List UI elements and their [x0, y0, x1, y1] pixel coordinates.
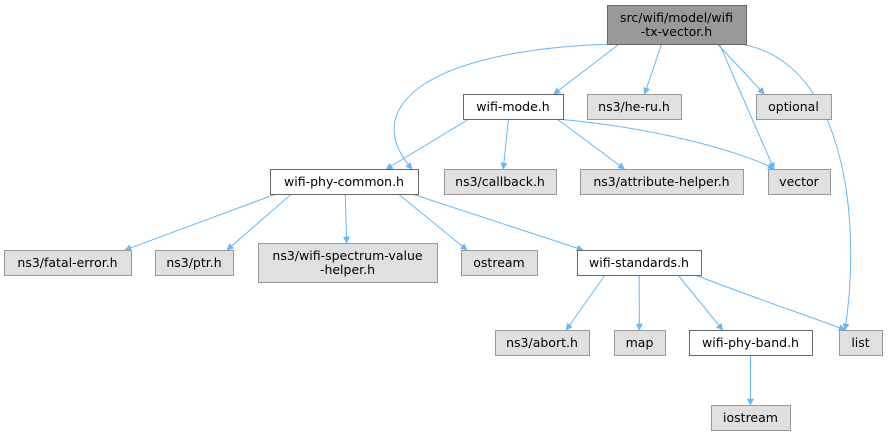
node-label: ns3/fatal-error.h	[17, 255, 117, 270]
node-label: ns3/attribute-helper.h	[593, 174, 729, 189]
node-phy-band[interactable]: wifi-phy-band.h	[689, 330, 813, 356]
node-optional: optional	[756, 94, 832, 120]
node-label: -tx-vector.h	[641, 24, 712, 39]
node-box	[839, 330, 883, 356]
node-box	[689, 330, 813, 356]
node-box	[577, 250, 702, 276]
node-box	[463, 94, 564, 120]
edge-phy-common-to-standards	[411, 193, 584, 252]
edge-wifi-mode-to-phy-common	[385, 118, 470, 170]
edge-standards-to-phy-band	[677, 274, 724, 331]
node-label: ns3/callback.h	[455, 174, 545, 189]
node-abort: ns3/abort.h	[495, 330, 590, 356]
node-box	[444, 169, 557, 195]
node-label: ns3/wifi-spectrum-value	[272, 248, 422, 263]
edge-root-to-he-ru	[643, 43, 663, 95]
edge-root-to-list	[739, 43, 852, 331]
edge-phy-common-to-fatal-error	[124, 193, 277, 252]
node-box	[258, 243, 438, 283]
node-box	[756, 94, 832, 120]
node-box	[711, 405, 791, 431]
node-label: src/wifi/model/wifi	[620, 10, 733, 25]
node-box	[495, 330, 590, 356]
node-box	[614, 330, 666, 356]
node-box	[587, 94, 682, 120]
edge-standards-to-abort	[565, 274, 606, 331]
node-label: vector	[779, 174, 820, 189]
node-standards[interactable]: wifi-standards.h	[577, 250, 702, 276]
node-ostream: ostream	[461, 250, 538, 276]
node-box	[768, 169, 831, 195]
node-box	[4, 250, 132, 276]
edge-standards-to-list	[694, 274, 846, 331]
node-label: optional	[768, 99, 819, 114]
node-box	[461, 250, 538, 276]
nodes: src/wifi/model/wifi-tx-vector.h wifi-mode…	[4, 5, 883, 431]
edge-phy-common-to-spectrum	[342, 193, 350, 244]
node-label: ns3/abort.h	[506, 335, 578, 350]
node-list: list	[839, 330, 883, 356]
edge-phy-common-to-ostream	[397, 193, 468, 251]
edge-phy-common-to-ptr	[226, 193, 292, 251]
node-label: list	[851, 335, 869, 350]
node-label: iostream	[723, 410, 778, 425]
edge-root-to-wifi-mode	[553, 43, 620, 95]
node-label: ns3/ptr.h	[166, 255, 221, 270]
node-label: wifi-phy-band.h	[702, 335, 799, 350]
node-label: ostream	[473, 255, 524, 270]
node-spectrum: ns3/wifi-spectrum-value-helper.h	[258, 243, 438, 283]
node-box	[270, 169, 419, 195]
node-vector: vector	[768, 169, 831, 195]
edges	[124, 43, 852, 406]
node-iostream: iostream	[711, 405, 791, 431]
edge-root-to-optional	[717, 43, 765, 95]
node-root[interactable]: src/wifi/model/wifi-tx-vector.h	[607, 5, 747, 45]
node-label: -helper.h	[320, 262, 375, 277]
node-label: wifi-standards.h	[589, 255, 689, 270]
node-attr-helper: ns3/attribute-helper.h	[580, 169, 744, 195]
edge-root-to-phy-common	[393, 43, 614, 170]
edge-wifi-mode-to-attr-helper	[556, 118, 625, 170]
node-phy-common[interactable]: wifi-phy-common.h	[270, 169, 419, 195]
edge-root-to-vector	[718, 43, 775, 170]
node-label: wifi-phy-common.h	[284, 174, 404, 189]
node-wifi-mode[interactable]: wifi-mode.h	[463, 94, 564, 120]
node-ptr: ns3/ptr.h	[155, 250, 234, 276]
node-fatal-error: ns3/fatal-error.h	[4, 250, 132, 276]
node-label: ns3/he-ru.h	[598, 99, 670, 114]
edge-wifi-mode-to-callback	[500, 118, 509, 170]
node-map: map	[614, 330, 666, 356]
node-box	[607, 5, 747, 45]
node-he-ru: ns3/he-ru.h	[587, 94, 682, 120]
node-callback: ns3/callback.h	[444, 169, 557, 195]
node-label: wifi-mode.h	[476, 99, 549, 114]
node-box	[155, 250, 234, 276]
edge-wifi-mode-to-vector	[556, 118, 775, 170]
node-box	[580, 169, 744, 195]
node-label: map	[626, 335, 654, 350]
